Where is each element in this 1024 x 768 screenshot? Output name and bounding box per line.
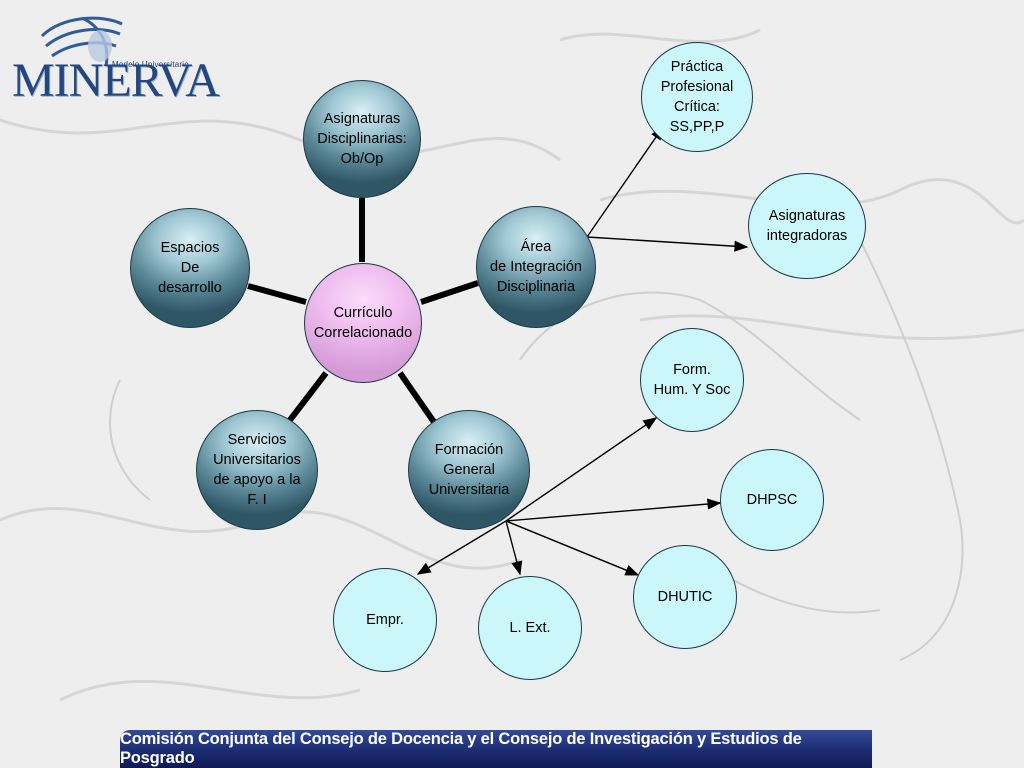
minerva-logo: Modelo Universitario MINERVA xyxy=(10,6,220,106)
arrow-to-empr xyxy=(416,520,507,575)
node-dhpsc: DHPSC xyxy=(720,449,824,551)
arrow-to-asignaturas-integradoras xyxy=(586,236,749,252)
node-servicios-universitarios: Servicios Universitarios de apoyo a la F… xyxy=(196,410,318,530)
node-form-hum-soc: Form. Hum. Y Soc xyxy=(640,328,744,432)
node-empr: Empr. xyxy=(333,568,437,672)
arrow-to-l-ext xyxy=(505,520,523,576)
arrow-to-dhutic xyxy=(505,520,640,576)
arrow-to-practica xyxy=(586,125,664,238)
minerva-head-emblem xyxy=(40,16,123,67)
footer-text: Comisión Conjunta del Consejo de Docenci… xyxy=(120,730,802,767)
logo-subtitle: Modelo Universitario xyxy=(112,60,189,69)
footer-banner: Comisión Conjunta del Consejo de Docenci… xyxy=(120,730,872,768)
node-dhutic: DHUTIC xyxy=(633,545,737,649)
arrow-to-form-hum xyxy=(505,417,658,522)
node-asignaturas-disciplinarias: Asignaturas Disciplinarias: Ob/Op xyxy=(303,80,421,198)
logo-wordmark: MINERVA xyxy=(12,54,220,107)
spoke-area-integracion xyxy=(420,280,479,305)
spoke-espacios-desarrollo xyxy=(247,283,307,305)
node-formacion-general: Formación General Universitaria xyxy=(408,410,530,530)
spoke-servicios-universitarios xyxy=(287,371,329,422)
arrow-to-dhpsc xyxy=(505,498,722,522)
node-l-ext: L. Ext. xyxy=(478,576,582,680)
node-curriculo-correlacionado: Currículo Correlacionado xyxy=(304,263,422,383)
node-asignaturas-integradoras: Asignaturas integradoras xyxy=(748,173,866,279)
node-espacios-desarrollo: Espacios De desarrollo xyxy=(130,208,250,328)
node-practica-profesional: Práctica Profesional Crítica: SS,PP,P xyxy=(641,42,753,152)
spoke-formacion-general xyxy=(397,371,437,424)
node-area-integracion: Área de Integración Disciplinaria xyxy=(476,206,596,328)
